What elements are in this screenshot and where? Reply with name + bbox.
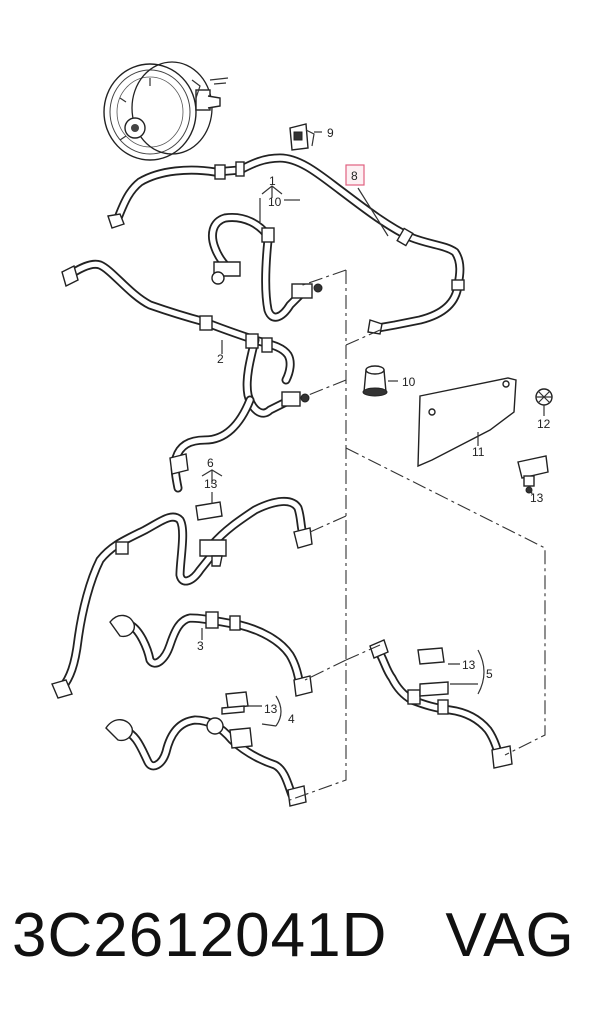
hose-4 bbox=[105, 691, 307, 807]
callout-labels: 1 10 2 3 4 5 6 8 9 10 11 12 13 13 13 13 bbox=[197, 126, 551, 726]
callout-8: 8 bbox=[351, 169, 358, 183]
callout-10-top: 10 bbox=[268, 195, 282, 209]
parts-diagram: 1 10 2 3 4 5 6 8 9 10 11 12 13 13 13 13 bbox=[51, 61, 553, 807]
part-number-caption: 3C2612041D VAG bbox=[12, 900, 575, 971]
callout-13-hose5: 13 bbox=[462, 658, 476, 672]
callout-11: 11 bbox=[472, 445, 485, 459]
callout-13-right: 13 bbox=[530, 491, 544, 505]
sensor-13 bbox=[517, 455, 549, 494]
clip-12 bbox=[535, 388, 553, 406]
brake-booster bbox=[103, 61, 229, 161]
callout-1: 1 bbox=[269, 174, 276, 188]
assembly-boundary bbox=[289, 269, 546, 801]
part-number: 3C2612041D bbox=[12, 901, 388, 970]
leader-lines bbox=[201, 131, 545, 727]
callout-10: 10 bbox=[402, 375, 416, 389]
hose-5 bbox=[369, 639, 513, 769]
hose-6 bbox=[51, 497, 313, 699]
callout-4: 4 bbox=[288, 712, 295, 726]
callout-2: 2 bbox=[217, 352, 224, 366]
callout-8-highlight bbox=[345, 164, 365, 186]
hose-3 bbox=[109, 611, 313, 697]
bracket-9 bbox=[289, 123, 315, 151]
vacuum-hose-main bbox=[107, 153, 465, 335]
hose-10 bbox=[208, 212, 323, 322]
callout-13-hose4: 13 bbox=[264, 702, 278, 716]
callout-3: 3 bbox=[197, 639, 204, 653]
grommet-10 bbox=[362, 365, 388, 397]
callout-12: 12 bbox=[537, 417, 551, 431]
hose-2 bbox=[61, 259, 310, 493]
callout-9: 9 bbox=[327, 126, 334, 140]
brand-name: VAG bbox=[445, 901, 575, 970]
callout-5: 5 bbox=[486, 667, 493, 681]
callout-6: 6 bbox=[207, 456, 214, 470]
panel-11 bbox=[417, 377, 517, 468]
callout-13-hose6: 13 bbox=[204, 477, 218, 491]
